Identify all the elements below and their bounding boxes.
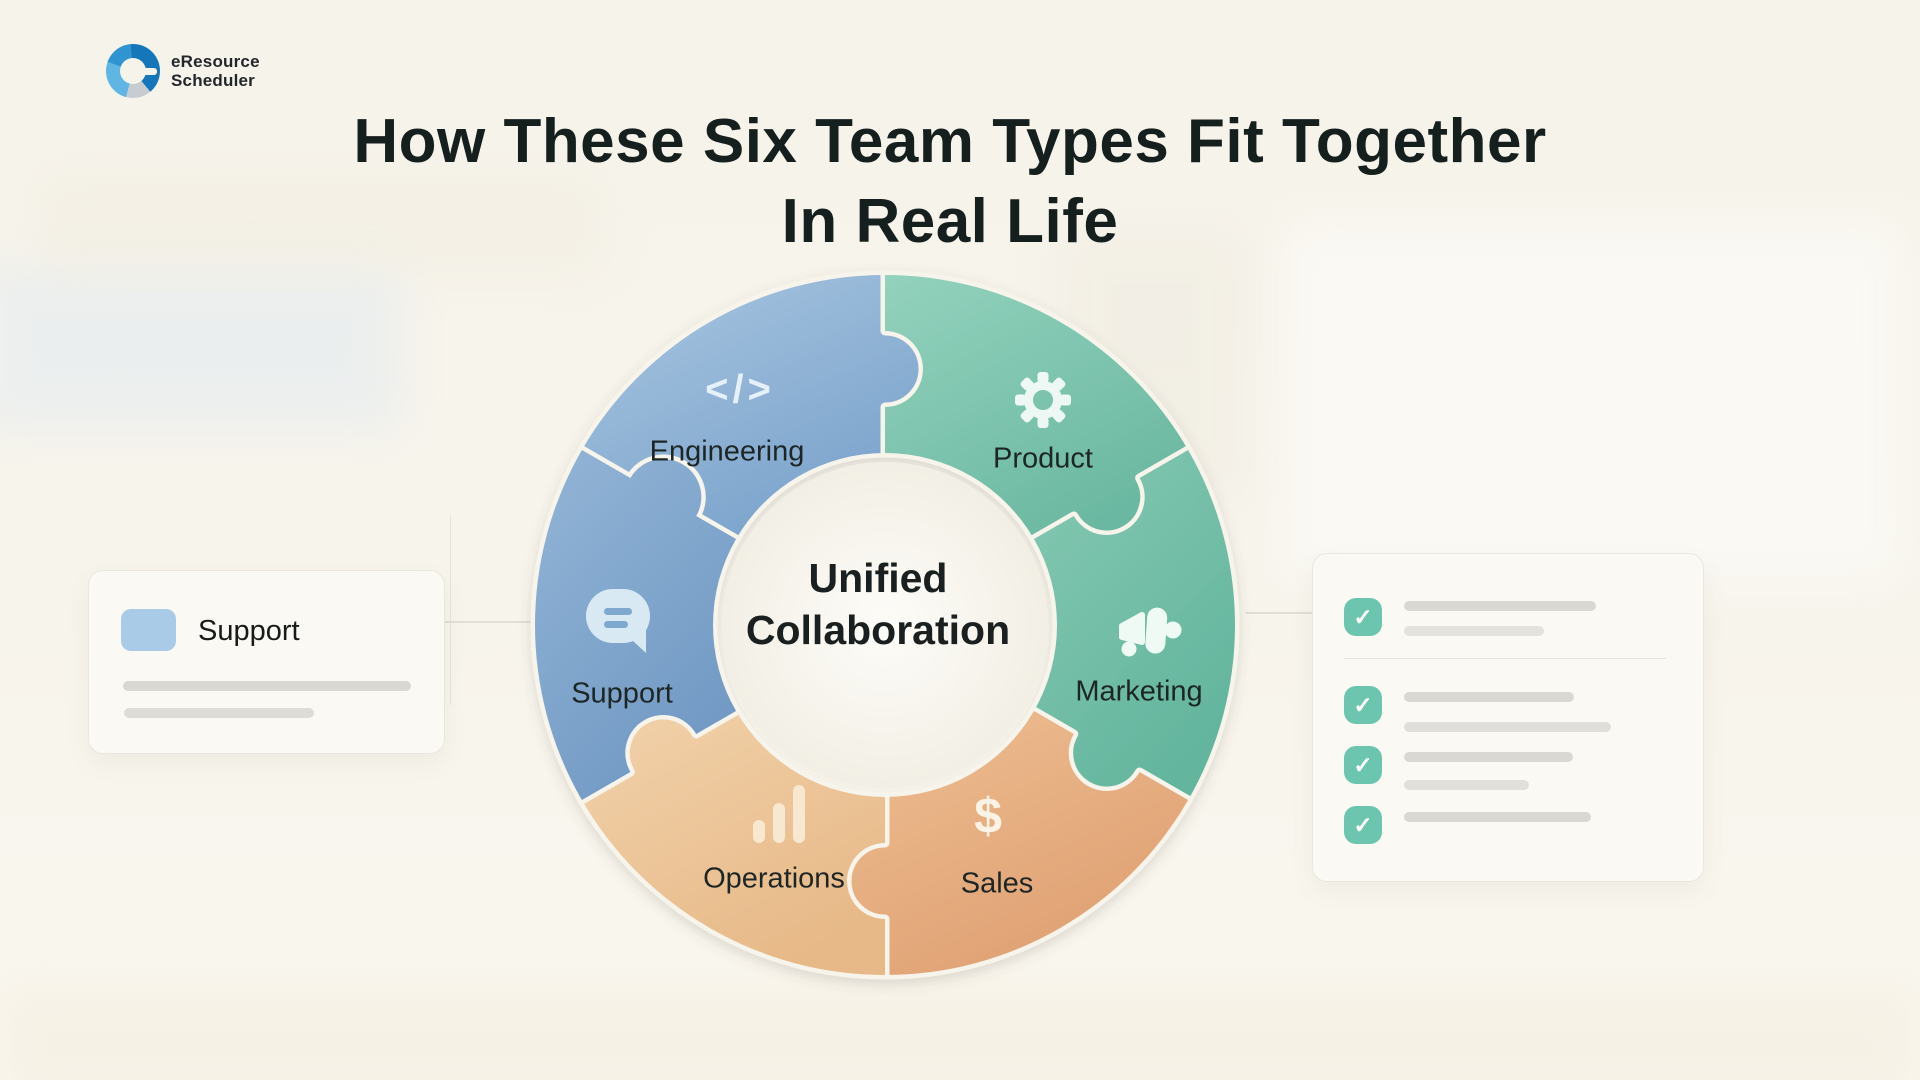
center-disc — [722, 462, 1048, 788]
placeholder-line — [124, 708, 314, 718]
checklist-card: ✓ ✓ ✓ ✓ — [1312, 553, 1704, 882]
page-title-line2: In Real Life — [781, 187, 1119, 256]
placeholder-line — [1404, 780, 1529, 790]
logo: eResource Scheduler — [106, 44, 260, 98]
logo-text: eResource Scheduler — [171, 52, 260, 90]
page-title-line1: How These Six Team Types Fit Together — [353, 107, 1547, 176]
page-title: How These Six Team Types Fit Together In… — [0, 102, 1900, 262]
center-caption: Unified Collaboration — [746, 552, 1010, 656]
placeholder-line — [1404, 812, 1591, 822]
logo-line2: Scheduler — [171, 71, 255, 90]
placeholder-line — [123, 681, 411, 691]
chat-bubble-icon — [586, 589, 650, 653]
check-icon: ✓ — [1344, 686, 1382, 724]
placeholder-line — [1404, 752, 1573, 762]
segment-label-support: Support — [571, 677, 673, 710]
placeholder-line — [1404, 722, 1611, 732]
segment-label-sales: Sales — [960, 867, 1034, 900]
segment-label-engineering: Engineering — [649, 435, 805, 468]
logo-line1: eResource — [171, 52, 260, 71]
left-connector-line — [443, 621, 545, 623]
right-connector-line — [1245, 612, 1313, 614]
divider — [1344, 658, 1666, 659]
segment-label-product: Product — [993, 442, 1093, 475]
gear-icon — [1015, 372, 1071, 428]
placeholder-line — [1404, 626, 1544, 636]
placeholder-line — [1404, 601, 1596, 611]
support-card-label: Support — [198, 615, 300, 647]
support-callout-card: Support — [88, 570, 445, 754]
center-caption-line2: Collaboration — [745, 607, 1011, 653]
megaphone-icon — [1119, 607, 1182, 657]
placeholder-line — [1404, 692, 1574, 702]
logo-icon — [106, 44, 160, 98]
segment-label-marketing: Marketing — [1075, 675, 1203, 708]
check-icon: ✓ — [1344, 598, 1382, 636]
dollar-icon: $ — [974, 788, 1002, 844]
check-icon: ✓ — [1344, 746, 1382, 784]
check-icon: ✓ — [1344, 806, 1382, 844]
code-icon: </> — [705, 367, 775, 412]
center-caption-line1: Unified — [808, 555, 948, 601]
segment-label-operations: Operations — [703, 862, 845, 895]
support-swatch — [121, 609, 176, 651]
bar-chart-icon — [753, 785, 805, 843]
